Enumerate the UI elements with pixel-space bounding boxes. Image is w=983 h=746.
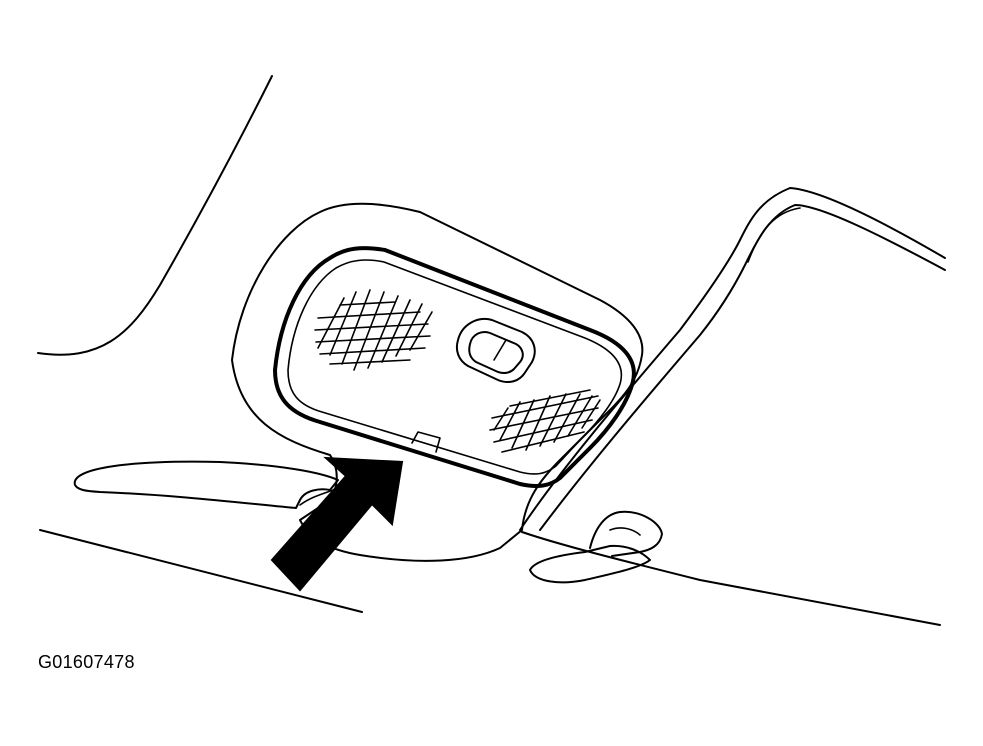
headliner-lower-edge [39,529,363,613]
pillar-inner-line [539,204,946,531]
pillar-mid-line [747,207,801,263]
lens-inner-edge [287,259,623,475]
callout-arrow [270,456,404,592]
coat-hook-body [589,510,663,557]
headliner-right-edge [521,531,941,626]
coat-hook-detail [609,527,641,536]
light-grille-upper [314,289,433,371]
pillar-outer-line [519,187,946,531]
console-housing-outline [231,202,644,562]
light-grille-lower [489,389,601,453]
switch-indicator-line [493,339,507,361]
visor-clip-outline [73,460,339,509]
windshield-edge-line [37,75,273,356]
switch-bezel [455,318,536,383]
coat-hook-base [529,544,651,584]
lens-release-notch [411,431,441,453]
switch-button [468,331,524,374]
figure-id-label: G01607478 [38,652,135,672]
